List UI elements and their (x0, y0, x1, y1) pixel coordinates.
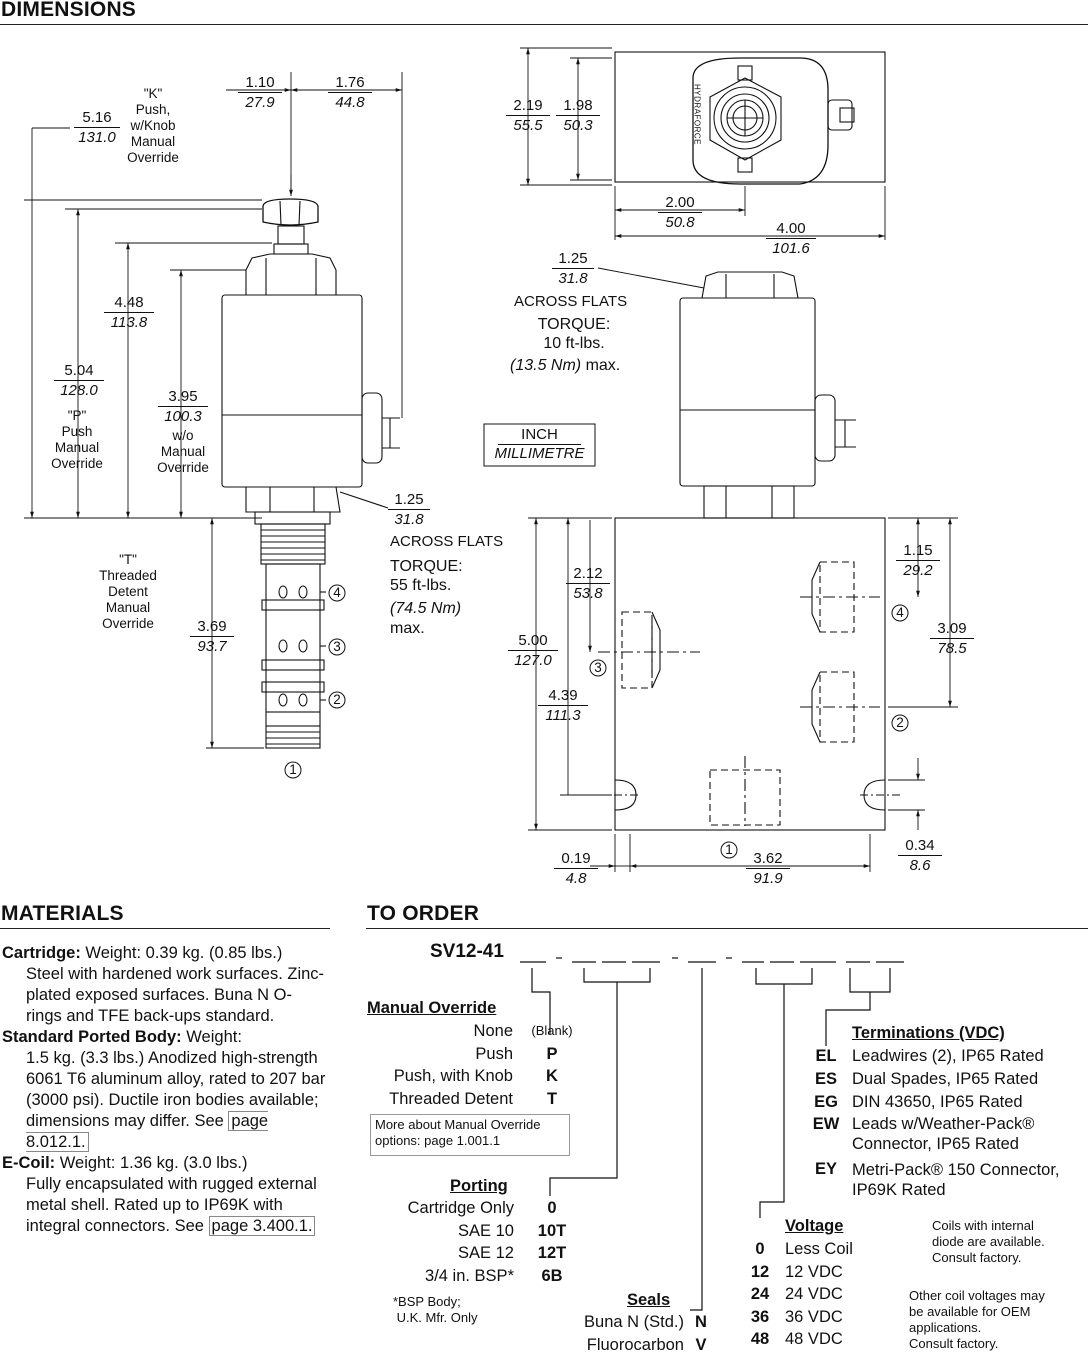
porting-code-0: 0 (530, 1197, 574, 1220)
term-dual-spades: Dual Spades, IP65 Rated (852, 1068, 1086, 1091)
porting-sae10: SAE 10 (380, 1220, 514, 1243)
voltage-code-0: 0 (740, 1238, 780, 1261)
manual-override-names: None Push Push, with Knob Threaded Deten… (370, 1020, 513, 1110)
override-code-k: K (524, 1065, 580, 1088)
terminations-codes: EL ES EG EW EY (806, 1045, 846, 1181)
terminations-names: Leadwires (2), IP65 Rated Dual Spades, I… (852, 1045, 1086, 1200)
term-code-es: ES (806, 1068, 846, 1091)
voltage-code-36: 36 (740, 1306, 780, 1329)
voltage-48vdc: 48 VDC (785, 1328, 895, 1351)
voltage-code-12: 12 (740, 1261, 780, 1284)
override-none: None (370, 1020, 513, 1043)
porting-cartridge-only: Cartridge Only (380, 1197, 514, 1220)
porting-codes: 0 10T 12T 6B (530, 1197, 574, 1287)
voltage-diode-note: Coils with internal diode are available.… (932, 1218, 1045, 1266)
porting-code-12t: 12T (530, 1242, 574, 1265)
voltage-less-coil: Less Coil (785, 1238, 895, 1261)
term-code-el: EL (806, 1045, 846, 1068)
porting-title: Porting (450, 1175, 508, 1198)
bsp-note: *BSP Body; U.K. Mfr. Only (393, 1294, 478, 1326)
seals-codes: N V (690, 1311, 712, 1356)
term-code-eg: EG (806, 1091, 846, 1114)
porting-sae12: SAE 12 (380, 1242, 514, 1265)
override-code-blank: (Blank) (524, 1020, 580, 1043)
seals-title: Seals (627, 1289, 670, 1312)
seal-buna: Buna N (Std.) (550, 1311, 684, 1334)
manual-override-title: Manual Override (367, 997, 496, 1020)
term-din: DIN 43650, IP65 Rated (852, 1091, 1086, 1114)
voltage-title: Voltage (785, 1215, 843, 1238)
porting-code-10t: 10T (530, 1220, 574, 1243)
manual-override-codes: (Blank) P K T (524, 1020, 580, 1110)
porting-names: Cartridge Only SAE 10 SAE 12 3/4 in. BSP… (380, 1197, 514, 1287)
voltage-12vdc: 12 VDC (785, 1261, 895, 1284)
term-metri-pack: Metri-Pack® 150 Connector, IP69K Rated (852, 1159, 1086, 1200)
term-weather-pack: Leads w/Weather-Pack® Connector, IP65 Ra… (852, 1113, 1086, 1159)
override-code-p: P (524, 1043, 580, 1066)
term-code-ey: EY (806, 1158, 846, 1181)
porting-code-6b: 6B (530, 1265, 574, 1288)
seal-code-v: V (690, 1334, 712, 1356)
seals-names: Buna N (Std.) Fluorocarbon (550, 1311, 684, 1356)
terminations-title: Terminations (VDC) (852, 1022, 1005, 1045)
override-threaded: Threaded Detent (370, 1088, 513, 1111)
voltage-names: Less Coil 12 VDC 24 VDC 36 VDC 48 VDC (785, 1238, 895, 1351)
voltage-code-24: 24 (740, 1283, 780, 1306)
voltage-code-48: 48 (740, 1328, 780, 1351)
voltage-oem-note: Other coil voltages may be available for… (909, 1288, 1045, 1352)
voltage-codes: 0 12 24 36 48 (740, 1238, 780, 1351)
voltage-24vdc: 24 VDC (785, 1283, 895, 1306)
term-leadwires: Leadwires (2), IP65 Rated (852, 1045, 1086, 1068)
seal-fluorocarbon: Fluorocarbon (550, 1334, 684, 1356)
override-push-knob: Push, with Knob (370, 1065, 513, 1088)
term-code-ew: EW (806, 1113, 846, 1158)
voltage-36vdc: 36 VDC (785, 1306, 895, 1329)
override-info-link[interactable]: More about Manual Override options: page… (370, 1114, 570, 1156)
override-code-t: T (524, 1088, 580, 1111)
seal-code-n: N (690, 1311, 712, 1334)
override-push: Push (370, 1043, 513, 1066)
porting-bsp: 3/4 in. BSP* (380, 1265, 514, 1288)
